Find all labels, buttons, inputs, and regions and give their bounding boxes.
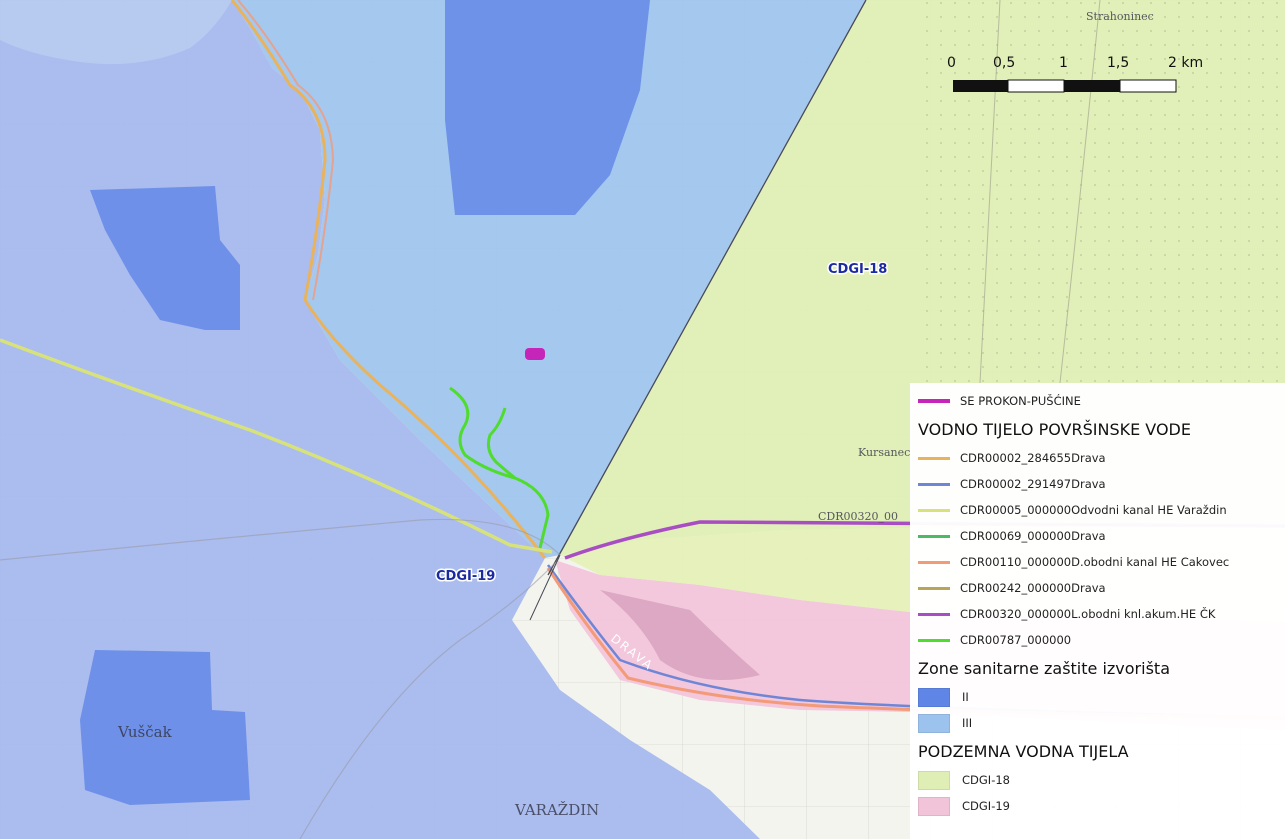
label-varazdin: VARAŽDIN (514, 801, 599, 819)
legend-line-swatch (918, 560, 950, 564)
stream-cdr00787-a[interactable] (449, 386, 550, 549)
legend-item-label: CDGI-19 (962, 799, 1010, 813)
legend-item[interactable]: CDR00005_000000Odvodni kanal HE Varaždin (918, 497, 1285, 523)
scale-tick-2: 1 (1059, 55, 1068, 71)
scale-bar: 0 0,5 1 1,5 2 km (947, 55, 1203, 93)
map-legend: SE PROKON-PUŠĆINE VODNO TIJELO POVRŠINSK… (910, 383, 1285, 839)
legend-item-label: CDR00320_000000L.obodni knl.akum.HE ČK (960, 607, 1216, 621)
legend-item[interactable]: CDR00069_000000Drava (918, 523, 1285, 549)
label-kursanec: Kursanec (858, 446, 910, 459)
scale-tick-4: 2 km (1168, 55, 1203, 71)
zone-ii-vuscak[interactable] (80, 650, 250, 805)
river-cdr00005-odvodni-kanal[interactable] (0, 338, 553, 554)
label-vuscak: Vuščak (117, 723, 173, 741)
scale-seg-1 (953, 80, 1008, 92)
zone-ii-north[interactable] (445, 0, 650, 215)
legend-item-label: CDR00787_000000 (960, 633, 1072, 647)
legend-item[interactable]: CDR00110_000000D.obodni kanal HE Cakovec (918, 549, 1285, 575)
legend-line-swatch (918, 456, 950, 460)
prokon-site-marker[interactable] (525, 348, 545, 360)
zone-boundary-line (547, 0, 867, 576)
legend-heading-sanitary: Zone sanitarne zaštite izvorišta (918, 659, 1170, 678)
legend-item[interactable]: CDR00787_000000 (918, 627, 1285, 653)
legend-line-swatch (918, 508, 950, 512)
zone-boundary-line-b (529, 554, 561, 621)
label-cdgi19: CDGI-19 (436, 569, 495, 584)
stream-cdr00787-b[interactable] (487, 407, 516, 480)
scale-tick-1: 0,5 (993, 55, 1015, 71)
scale-tick-0: 0 (947, 55, 956, 71)
legend-item[interactable]: CDR00320_000000L.obodni knl.akum.HE ČK (918, 601, 1285, 627)
legend-item-label: CDR00002_291497Drava (960, 477, 1106, 491)
legend-item-label: CDR00242_000000Drava (960, 581, 1106, 595)
road-4 (1059, 0, 1101, 384)
legend-patch-swatch (918, 770, 950, 790)
legend-item-label: III (962, 716, 973, 730)
legend-patch-swatch (918, 796, 950, 816)
gravel-pit-area (600, 590, 760, 680)
legend-item[interactable]: II (918, 684, 1285, 710)
legend-item[interactable]: CDGI-18 (918, 767, 1285, 793)
legend-item-label: CDR00002_284655Drava (960, 451, 1106, 465)
legend-line-swatch (918, 586, 950, 590)
zone-iii-sanitary[interactable] (232, 0, 866, 558)
legend-line-prokon (918, 399, 950, 403)
river-lake (0, 0, 232, 65)
legend-item[interactable]: CDR00002_291497Drava (918, 471, 1285, 497)
legend-item[interactable]: CDGI-19 (918, 793, 1285, 819)
cdgi18-texture (920, 0, 1285, 383)
legend-item-label: CDR00069_000000Drava (960, 529, 1106, 543)
legend-line-swatch (918, 534, 950, 538)
legend-heading-groundwater: PODZEMNA VODNA TIJELA (918, 742, 1129, 761)
legend-patch-swatch (918, 687, 950, 707)
legend-item[interactable]: CDR00002_284655Drava (918, 445, 1285, 471)
legend-item-label: CDR00110_000000D.obodni kanal HE Cakovec (960, 555, 1230, 569)
road-2 (299, 561, 557, 839)
legend-line-swatch (918, 482, 950, 486)
road-3 (979, 0, 1001, 384)
scale-seg-2 (1007, 79, 1065, 93)
label-strahoninec: Strahoninec (1086, 10, 1154, 23)
road-1 (0, 518, 561, 561)
legend-item-prokon[interactable]: SE PROKON-PUŠĆINE (918, 388, 1285, 414)
legend-patch-swatch (918, 713, 950, 733)
scale-tick-3: 1,5 (1107, 55, 1129, 71)
legend-item[interactable]: III (918, 710, 1285, 736)
scale-seg-4 (1119, 79, 1177, 93)
legend-label-prokon: SE PROKON-PUŠĆINE (960, 394, 1081, 408)
zone-ii-west[interactable] (90, 186, 240, 330)
scale-seg-3 (1064, 80, 1120, 92)
river-cdr00002-284655[interactable] (230, 0, 547, 559)
label-cdr-river: CDR00320_00 (818, 510, 898, 523)
label-cdgi18: CDGI-18 (828, 262, 887, 277)
legend-item-label: CDR00005_000000Odvodni kanal HE Varaždin (960, 503, 1227, 517)
legend-item[interactable]: CDR00242_000000Drava (918, 575, 1285, 601)
river-edge-pink (237, 0, 335, 301)
legend-line-swatch (918, 612, 950, 616)
legend-heading-surface-water: VODNO TIJELO POVRŠINSKE VODE (918, 420, 1191, 439)
legend-item-label: CDGI-18 (962, 773, 1010, 787)
legend-item-label: II (962, 690, 969, 704)
river-cdr00320-akum-kanal[interactable] (564, 520, 1285, 560)
legend-line-swatch (918, 638, 950, 642)
